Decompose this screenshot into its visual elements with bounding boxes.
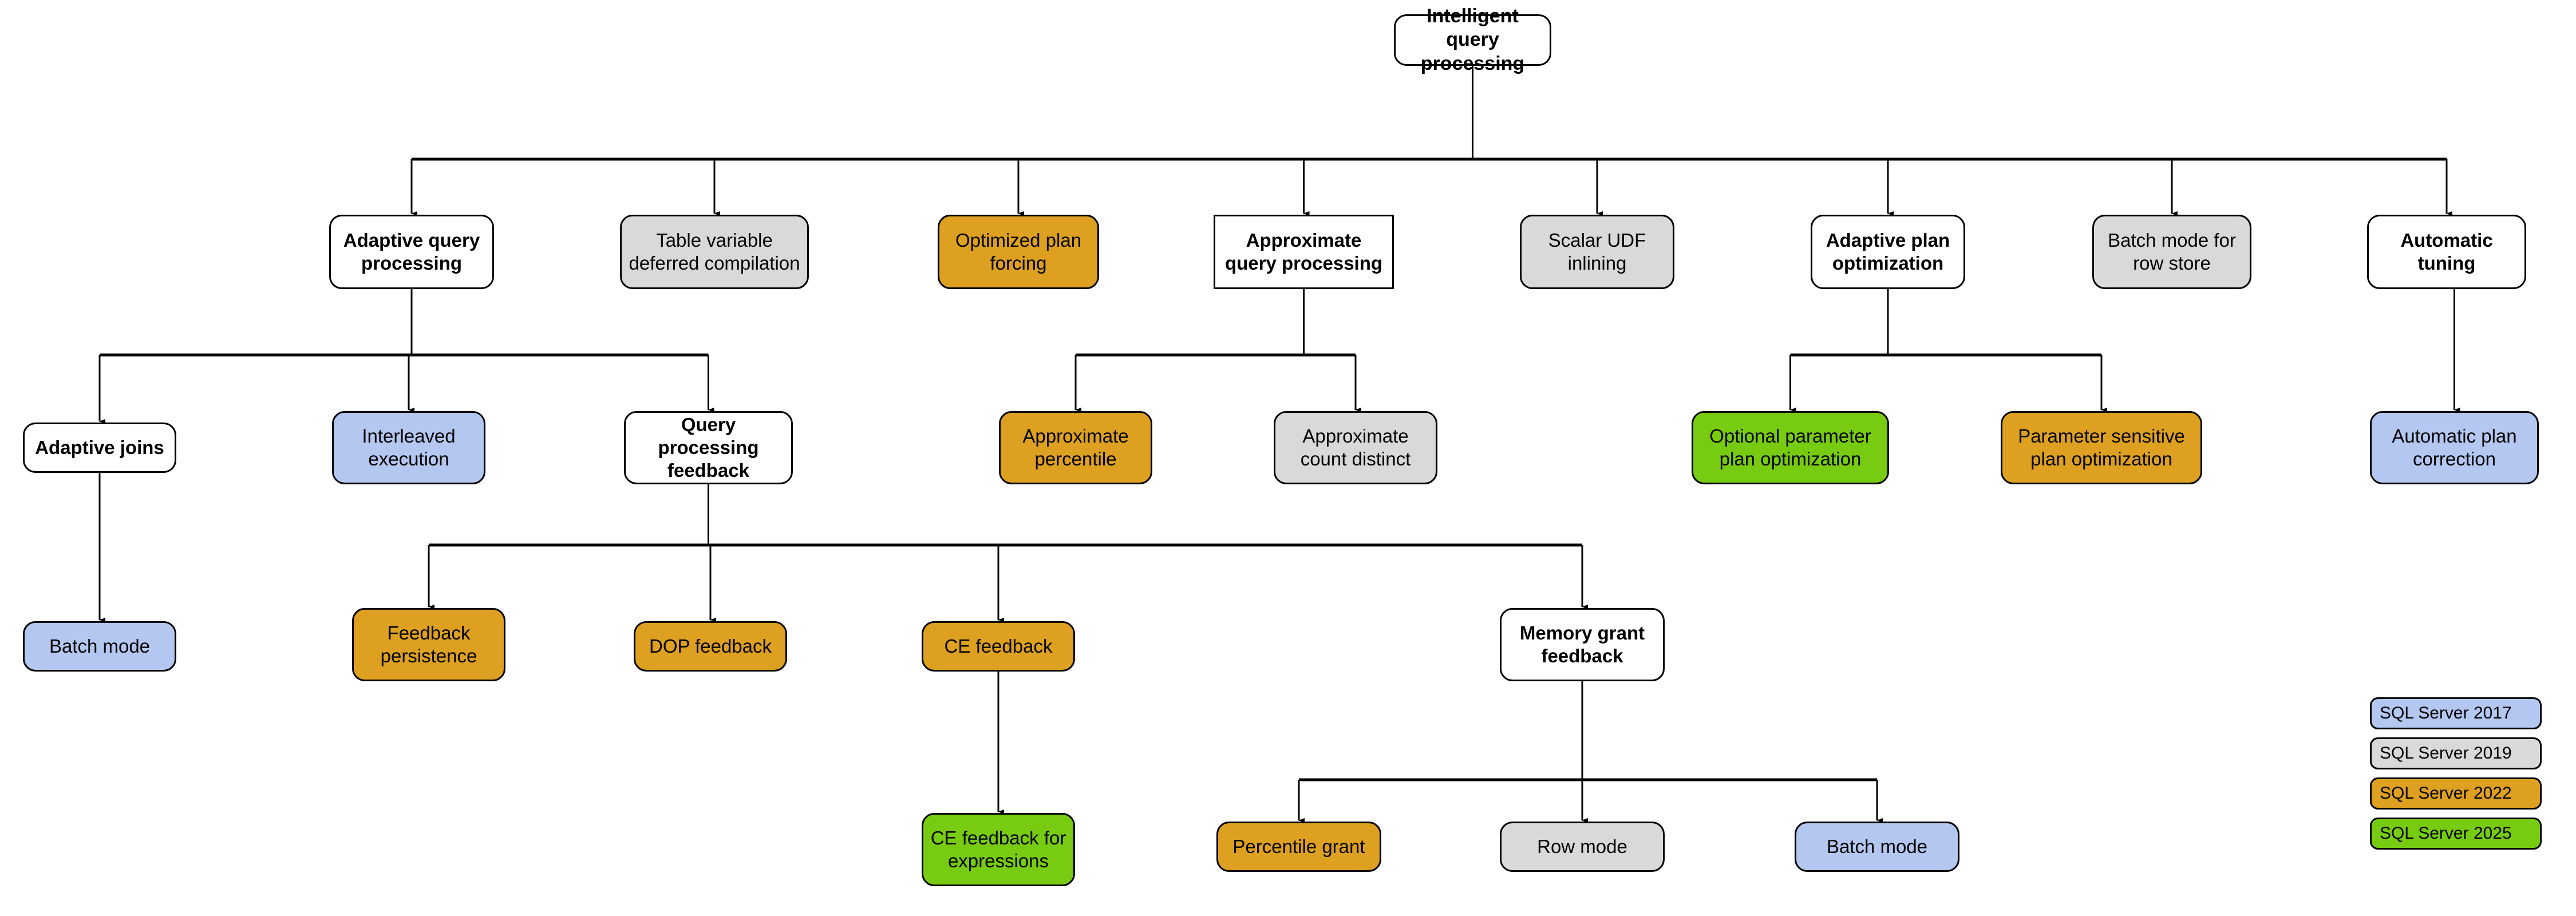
node-label-apo: Adaptive plan optimization — [1826, 229, 1950, 274]
node-label-ajoins: Adaptive joins — [35, 436, 164, 458]
node-label-bmrs: Batch mode for row store — [2108, 229, 2236, 274]
node-root[interactable]: Intelligent query processing — [1394, 5, 1551, 74]
node-label-autotune: Automatic tuning — [2400, 229, 2493, 274]
node-interleave[interactable]: Interleaved execution — [332, 411, 485, 484]
legend-item-orange: SQL Server 2022 — [2370, 777, 2542, 810]
node-label-rowmode: Row mode — [1537, 835, 1627, 857]
node-dopfb[interactable]: DOP feedback — [634, 621, 787, 672]
node-udf[interactable]: Scalar UDF inlining — [1520, 215, 1674, 289]
node-label-apct: Approximate percentile — [1022, 425, 1129, 469]
node-label-apc: Automatic plan correction — [2392, 425, 2517, 469]
node-psp[interactable]: Parameter sensitive plan optimization — [2001, 411, 2202, 484]
node-label-qpf: Query processing feedback — [658, 413, 759, 481]
node-label-cefbexpr: CE feedback for expressions — [930, 827, 1066, 871]
node-apo[interactable]: Adaptive plan optimization — [1811, 215, 1965, 289]
node-bmode1[interactable]: Batch mode — [23, 621, 176, 672]
legend-item-gray: SQL Server 2019 — [2370, 737, 2542, 769]
node-label-aqp: Adaptive query processing — [343, 229, 480, 274]
node-label-root: Intelligent query processing — [1420, 5, 1525, 74]
legend-item-green: SQL Server 2025 — [2370, 818, 2542, 850]
legend-label-blue: SQL Server 2017 — [2380, 704, 2512, 722]
node-fbpersist[interactable]: Feedback persistence — [352, 608, 505, 681]
node-aqproc[interactable]: Approximate query processing — [1214, 215, 1394, 289]
node-label-aqproc: Approximate query processing — [1224, 229, 1383, 274]
node-label-bmode2: Batch mode — [1826, 835, 1928, 857]
legend-item-blue: SQL Server 2017 — [2370, 697, 2542, 729]
node-label-pctgrant: Percentile grant — [1232, 835, 1365, 857]
node-bmode2[interactable]: Batch mode — [1795, 822, 1959, 872]
node-label-fbpersist: Feedback persistence — [380, 622, 477, 666]
node-cefbexpr[interactable]: CE feedback for expressions — [922, 813, 1075, 886]
node-ajoins[interactable]: Adaptive joins — [23, 423, 176, 473]
node-oppo[interactable]: Optional parameter plan optimization — [1692, 411, 1889, 484]
node-label-dopfb: DOP feedback — [649, 635, 772, 657]
node-label-oppo: Optional parameter plan optimization — [1709, 425, 1871, 469]
node-label-tvdc: Table variable deferred compilation — [629, 229, 800, 274]
node-cefb[interactable]: CE feedback — [922, 621, 1075, 672]
node-label-bmode1: Batch mode — [49, 635, 151, 657]
legend-label-orange: SQL Server 2022 — [2380, 784, 2512, 803]
node-pctgrant[interactable]: Percentile grant — [1216, 822, 1381, 872]
node-bmrs[interactable]: Batch mode for row store — [2092, 215, 2251, 289]
node-qpf[interactable]: Query processing feedback — [624, 411, 793, 484]
legend-label-gray: SQL Server 2019 — [2380, 744, 2512, 763]
node-rowmode[interactable]: Row mode — [1500, 822, 1665, 872]
node-opf[interactable]: Optimized plan forcing — [938, 215, 1099, 289]
node-label-mgf: Memory grant feedback — [1519, 622, 1645, 666]
node-label-psp: Parameter sensitive plan optimization — [2018, 425, 2185, 469]
node-label-udf: Scalar UDF inlining — [1548, 229, 1646, 274]
node-apct[interactable]: Approximate percentile — [999, 411, 1152, 484]
node-label-interleave: Interleaved execution — [362, 425, 456, 469]
node-autotune[interactable]: Automatic tuning — [2367, 215, 2526, 289]
node-label-cefb: CE feedback — [944, 635, 1053, 657]
node-label-acd: Approximate count distinct — [1300, 425, 1411, 469]
node-acd[interactable]: Approximate count distinct — [1274, 411, 1437, 484]
node-apc[interactable]: Automatic plan correction — [2370, 411, 2539, 484]
node-mgf[interactable]: Memory grant feedback — [1500, 608, 1665, 681]
node-aqp[interactable]: Adaptive query processing — [329, 215, 494, 289]
node-tvdc[interactable]: Table variable deferred compilation — [620, 215, 809, 289]
legend-label-green: SQL Server 2025 — [2380, 824, 2512, 843]
node-label-opf: Optimized plan forcing — [955, 229, 1082, 274]
